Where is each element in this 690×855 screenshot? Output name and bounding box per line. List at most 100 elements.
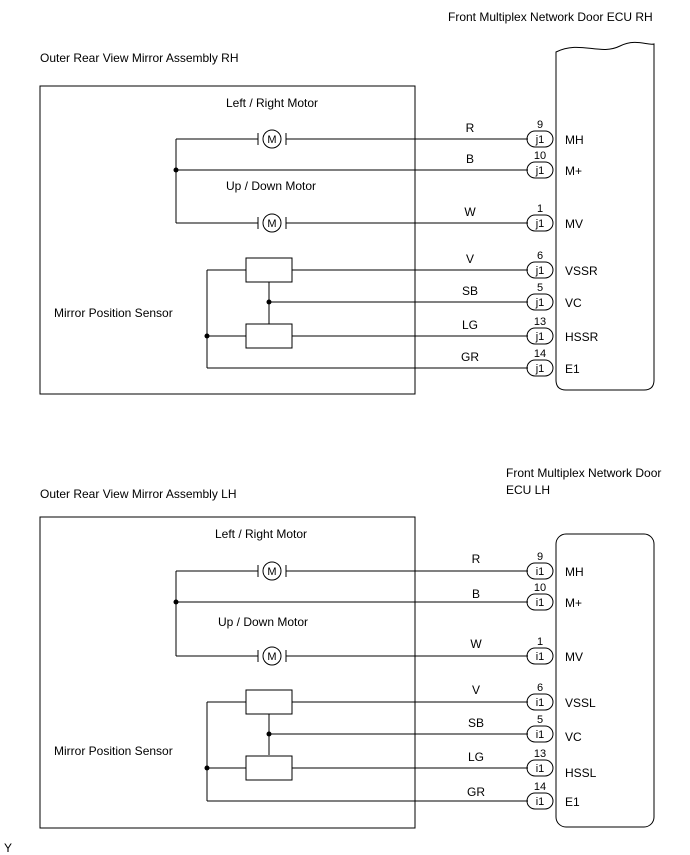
junction-dot: [204, 333, 210, 339]
pin-number: 9: [537, 119, 543, 131]
wire-color-label: LG: [468, 750, 484, 764]
connector-label: i1: [536, 651, 545, 663]
pin-number: 6: [537, 250, 543, 262]
junction-dot: [173, 599, 179, 605]
sensor-resistor: [245, 323, 293, 349]
wire-color-label: SB: [462, 284, 478, 298]
motor-common-wire-lh: [175, 570, 528, 657]
wire-labels-lh: R B W V SB LG GR: [467, 552, 485, 799]
wire-color-label: GR: [467, 785, 485, 799]
pin-number: 13: [534, 316, 546, 328]
connector-pin: i1 9 MH: [526, 551, 584, 580]
connector-label: j1: [535, 363, 545, 375]
ecu-rh-label-line1: Front Multiplex Network Door ECU RH: [448, 10, 653, 24]
pin-number: 5: [537, 282, 543, 294]
connector-label: i1: [536, 763, 545, 775]
sensor-resistor: [245, 755, 293, 781]
motor-symbol: M: [267, 651, 276, 663]
pin-number: 1: [537, 203, 543, 215]
motor-icon: M: [257, 129, 287, 149]
terminal-label: VC: [565, 296, 582, 310]
ud-motor-rh-label: Up / Down Motor: [226, 179, 316, 193]
motor-symbol: M: [267, 134, 276, 146]
connector-label: i1: [536, 729, 545, 741]
wire-color-label: B: [466, 152, 474, 166]
sensor-rh-label: Mirror Position Sensor: [54, 306, 173, 320]
terminal-label: MV: [565, 217, 583, 231]
mirror-assembly-rh-box: [39, 85, 416, 395]
junction-dot: [204, 765, 210, 771]
connector-label: j1: [535, 265, 545, 277]
wire-color-label: V: [466, 252, 474, 266]
junction-dot: [266, 731, 272, 737]
ud-motor-lh-label: Up / Down Motor: [218, 615, 308, 629]
pin-number: 13: [534, 748, 546, 760]
motor-icon: M: [257, 561, 287, 581]
connector-label: j1: [535, 134, 545, 146]
terminal-label: HSSL: [565, 766, 597, 780]
pin-number: 14: [534, 348, 546, 360]
connector-pin: j1 14 E1: [526, 348, 580, 377]
ecu-rh-outline: [555, 41, 655, 391]
assembly-rh-label: Outer Rear View Mirror Assembly RH: [40, 51, 239, 65]
connector-label: i1: [536, 796, 545, 808]
connector-pin: j1 9 MH: [526, 119, 584, 148]
terminal-label: HSSR: [565, 330, 599, 344]
sensor-wires-rh: [206, 269, 528, 369]
connector-pin: i1 13 HSSL: [526, 748, 597, 780]
pin-number: 9: [537, 551, 543, 563]
wire-labels-rh: R B W V SB LG GR: [461, 121, 479, 364]
sensor-resistor: [245, 689, 293, 715]
connector-pin: j1 1 MV: [526, 203, 583, 232]
wire-color-label: LG: [462, 318, 478, 332]
pin-number: 6: [537, 682, 543, 694]
motor-symbol: M: [267, 566, 276, 578]
wire-color-label: V: [472, 683, 480, 697]
pin-number: 1: [537, 636, 543, 648]
terminal-label: VC: [565, 730, 582, 744]
pin-number: 5: [537, 714, 543, 726]
motor-common-wire-rh: [175, 138, 528, 224]
ecu-lh-label-line1: Front Multiplex Network Door: [506, 466, 661, 480]
terminal-label: M+: [565, 164, 582, 178]
connector-label: j1: [535, 218, 545, 230]
connector-pin: j1 10 M+: [526, 150, 582, 179]
connector-label: i1: [536, 597, 545, 609]
connector-pin: j1 6 VSSR: [526, 250, 598, 279]
motor-icon: M: [257, 646, 287, 666]
ecu-lh-outline: [555, 533, 655, 828]
pin-number: 10: [534, 150, 546, 162]
sensor-lh-label: Mirror Position Sensor: [54, 744, 173, 758]
mirror-assembly-lh-box: [39, 516, 416, 829]
terminal-label: E1: [565, 362, 580, 376]
connector-pin: i1 5 VC: [526, 714, 582, 744]
terminal-label: VSSL: [565, 696, 596, 710]
assembly-lh-label: Outer Rear View Mirror Assembly LH: [40, 487, 237, 501]
terminal-label: E1: [565, 795, 580, 809]
connector-pin: i1 10 M+: [526, 582, 582, 611]
connector-label: i1: [536, 566, 545, 578]
wire-color-label: GR: [461, 350, 479, 364]
terminal-label: VSSR: [565, 264, 598, 278]
motor-symbol: M: [267, 218, 276, 230]
connector-pin: j1 13 HSSR: [526, 316, 599, 345]
connector-label: i1: [536, 697, 545, 709]
figure-code: Y: [4, 841, 12, 855]
terminal-label: M+: [565, 596, 582, 610]
connector-pin: i1 14 E1: [526, 781, 580, 810]
connector-pin: j1 5 VC: [526, 282, 582, 311]
connector-label: j1: [535, 331, 545, 343]
junction-dot: [266, 299, 272, 305]
wire-color-label: W: [464, 205, 476, 219]
wire-color-label: SB: [468, 716, 484, 730]
motor-icon: M: [257, 213, 287, 233]
connector-pin: i1 6 VSSL: [526, 682, 596, 711]
lr-motor-rh-label: Left / Right Motor: [226, 96, 318, 110]
pin-number: 10: [534, 582, 546, 594]
terminal-label: MH: [565, 565, 584, 579]
section-lh: Front Multiplex Network Door ECU LH Oute…: [39, 466, 661, 829]
section-rh: Front Multiplex Network Door ECU RH Oute…: [39, 10, 655, 395]
junction-dot: [173, 167, 179, 173]
ecu-lh-label-line2: ECU LH: [506, 483, 550, 497]
